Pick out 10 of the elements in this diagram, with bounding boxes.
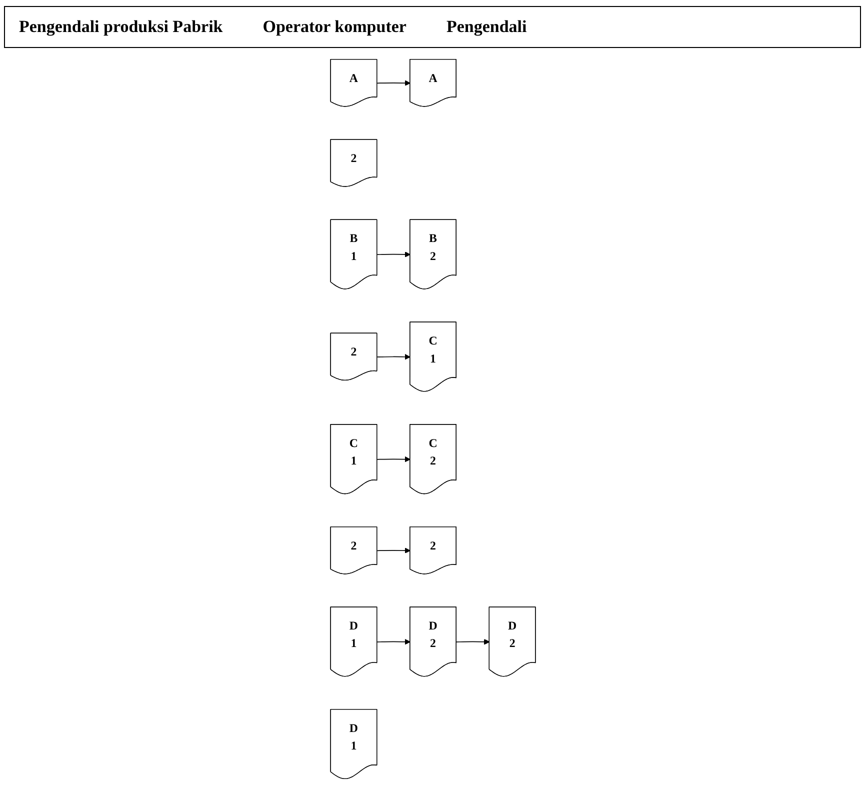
arrow	[456, 638, 490, 645]
arrow	[376, 548, 410, 554]
arrow	[376, 456, 410, 462]
arrow	[376, 638, 410, 645]
lane-header: Pengendali produksi Pabrik	[19, 17, 223, 37]
arrow	[376, 80, 410, 86]
arrow	[376, 354, 410, 360]
lane-header: Pengendali	[446, 17, 527, 37]
arrow	[376, 252, 410, 258]
lane-header: Operator komputer	[262, 17, 406, 37]
